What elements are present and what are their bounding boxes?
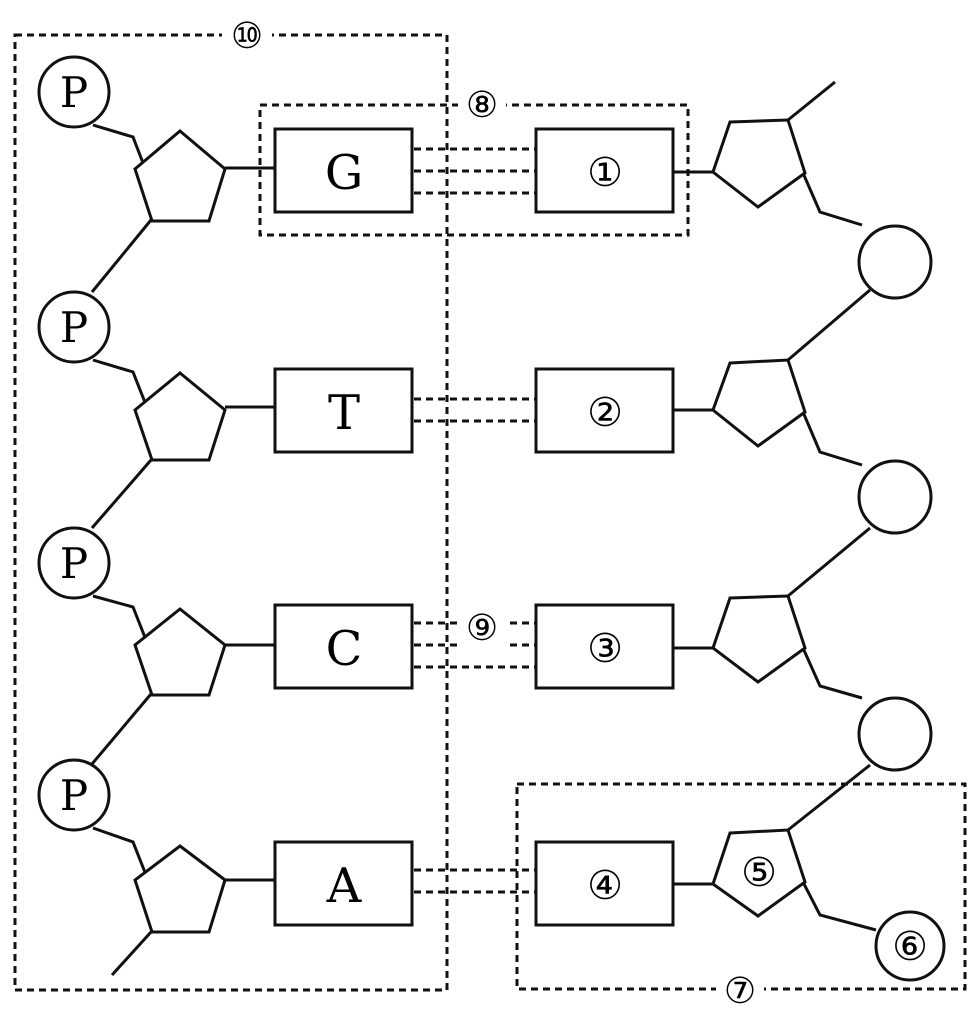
phosphate-label: P [60, 68, 88, 117]
label-strand: ⑩ [222, 16, 272, 57]
right-phosphate-3 [857, 696, 933, 772]
left-sugar-1 [133, 129, 227, 223]
left-phosphate-3: P [37, 526, 111, 600]
label-nucleotide: ⑦ [716, 970, 764, 1012]
base-label: ③ [587, 626, 623, 672]
left-sugar-3 [133, 607, 227, 697]
base-label: C [326, 621, 363, 677]
right-backbone [673, 80, 877, 932]
left-phosphate-4: P [37, 758, 111, 832]
right-sugar-3 [711, 594, 807, 684]
base-label: ② [587, 390, 623, 436]
phosphate-label: P [60, 303, 88, 352]
hydrogen-bonds-pair-1 [414, 147, 535, 195]
base-label: T [328, 385, 360, 441]
right-base-2: ② [534, 367, 675, 454]
hydrogen-bonds-pair-4 [414, 868, 535, 894]
left-backbone [90, 123, 275, 977]
left-sugar-4 [133, 844, 227, 934]
base-pair-label: ⑧ [466, 85, 498, 126]
base-label: ① [587, 150, 623, 196]
phosphate-label: P [60, 539, 88, 588]
right-sugar-1 [711, 118, 807, 209]
base-label: ④ [587, 863, 623, 909]
sugar-label: ⑤ [741, 850, 777, 896]
left-phosphate-2: P [37, 290, 111, 364]
base-pair-frame [258, 103, 690, 237]
phosphate-label: ⑥ [892, 924, 928, 970]
left-base-1: G [273, 127, 414, 214]
base-label: A [326, 858, 363, 914]
label-base-pair: ⑧ [458, 82, 506, 126]
right-base-1: ① [534, 127, 675, 214]
left-base-3: C [273, 603, 414, 690]
left-sugar-2 [133, 371, 227, 462]
hydrogen-bonds-pair-2 [414, 397, 535, 423]
base-label: G [325, 145, 363, 201]
right-phosphate-1 [857, 224, 933, 300]
right-sugar-4: ⑤ [711, 828, 807, 918]
label-hydrogen-bond: ⑨ [458, 607, 506, 649]
right-base-3: ③ [534, 603, 675, 690]
left-base-2: T [273, 367, 414, 454]
nucleotide-label: ⑦ [724, 971, 756, 1012]
right-base-4: ④ [534, 840, 675, 927]
strand-label: ⑩ [231, 16, 263, 57]
right-phosphate-2 [857, 459, 933, 535]
phosphate-label: P [60, 771, 88, 820]
right-sugar-2 [711, 358, 807, 448]
left-base-4: A [273, 840, 414, 927]
left-phosphate-1: P [37, 55, 111, 129]
hydrogen-bond-label: ⑨ [466, 608, 498, 649]
right-phosphate-4: ⑥ [874, 910, 946, 982]
